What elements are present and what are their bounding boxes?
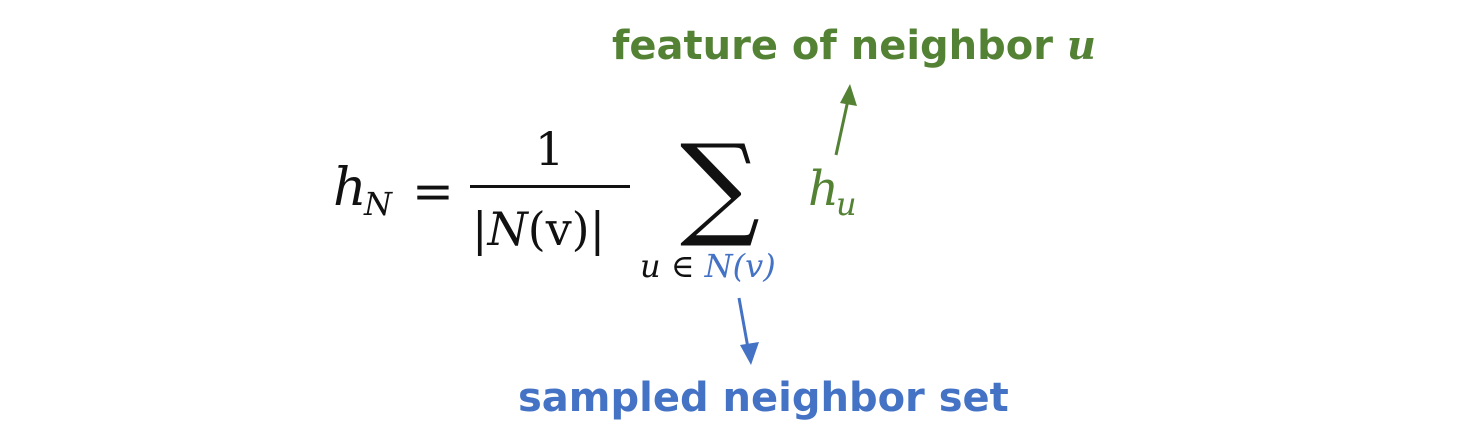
feature-label: feature of neighbor [612,23,1053,69]
sum-index: u [640,247,661,285]
term-symbol: h [808,161,839,217]
set-annotation: sampled neighbor set [518,375,1009,421]
denominator-close-bar: | [589,202,606,256]
sum-subscript: u ∈ N(v) [640,250,776,282]
denominator-open-bar: | [472,202,488,256]
fraction-numerator: 1 [535,122,565,176]
term-subscript: u [836,185,857,223]
feature-arrow [834,84,857,156]
set-arrow [737,297,759,365]
fraction-denominator: |N(v)| [472,206,605,252]
fraction-bar [470,185,630,188]
feature-var: u [1066,22,1097,69]
denominator-set: N [487,202,528,256]
denominator-arg: (v) [527,202,590,256]
feature-annotation: feature of neighbor u [612,23,1096,69]
equals-sign: = [412,162,454,220]
lhs-subscript: N [364,185,392,223]
sum-set: N(v) [704,247,776,285]
sum-in: ∈ [670,247,695,285]
lhs-symbol: h [333,158,367,218]
sum-symbol: ∑ [680,121,760,251]
